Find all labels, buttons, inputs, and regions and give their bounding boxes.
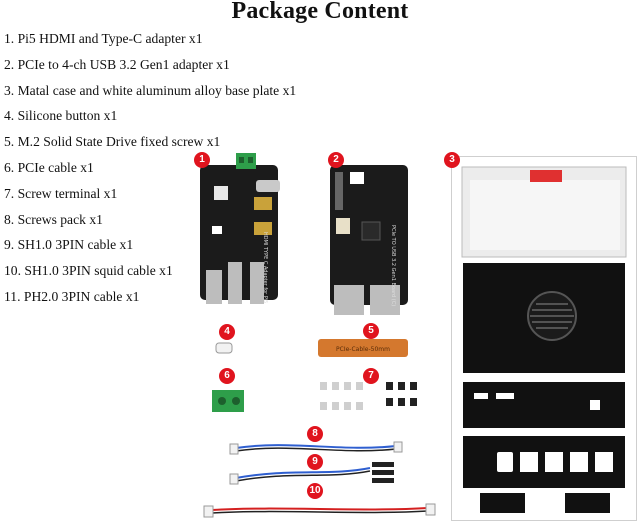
badge-8: 8: [307, 426, 323, 442]
list-item: 2. PCIe to 4-ch USB 3.2 Gen1 adapter x1: [4, 56, 230, 72]
badge-9: 9: [307, 454, 323, 470]
list-item: 1. Pi5 HDMI and Type-C adapter x1: [4, 31, 203, 46]
list-item: 11. PH2.0 3PIN cable x1: [4, 288, 140, 304]
cable-silkscreen: PCIe-Cable-50mm: [336, 346, 390, 353]
list-item: 5. M.2 Solid State Drive fixed screw x1: [4, 134, 221, 150]
badge-5: 5: [363, 323, 379, 339]
screw-terminal: [212, 390, 244, 412]
badge-1: 1: [194, 152, 210, 168]
badge-6: 6: [219, 368, 235, 384]
board1-silkscreen: HDMI TYPE C Adapter for Pi5: [262, 232, 268, 303]
pcie-usb-adapter-board: PCIe TO USB 3.2 Gen1 Board (C): [330, 165, 408, 315]
list-item: 7. Screw terminal x1: [4, 185, 118, 201]
badge-2: 2: [328, 152, 344, 168]
list-item: 6. PCIe cable x1: [4, 159, 94, 175]
sh1-3pin-cable: [229, 441, 403, 455]
board2-silkscreen: PCIe TO USB 3.2 Gen1 Board (C): [390, 225, 396, 306]
list-item: 9. SH1.0 3PIN cable x1: [4, 237, 134, 253]
badge-3: 3: [444, 152, 460, 168]
list-item: 3. Matal case and white aluminum alloy b…: [4, 82, 297, 98]
ph2-3pin-cable: [203, 503, 436, 518]
metal-case: [461, 166, 627, 513]
badge-4: 4: [219, 324, 235, 340]
list-item: 10. SH1.0 3PIN squid cable x1: [4, 263, 173, 279]
hdmi-typec-adapter-board: HDMI TYPE C Adapter for Pi5: [200, 153, 280, 304]
pcie-flex-cable: PCIe-Cable-50mm: [318, 339, 408, 357]
sh1-3pin-squid-cable: [229, 462, 394, 485]
list-item: 8. Screws pack x1: [4, 211, 103, 227]
silicone-button: [215, 342, 233, 354]
screws-pack: [320, 382, 417, 410]
page-title: Package Content: [231, 0, 409, 24]
badge-7: 7: [363, 368, 379, 384]
badge-10: 10: [307, 483, 323, 499]
package-list: 1. Pi5 HDMI and Type-C adapter x1 2. PCI…: [4, 26, 296, 310]
list-item: 4. Silicone button x1: [4, 108, 118, 124]
